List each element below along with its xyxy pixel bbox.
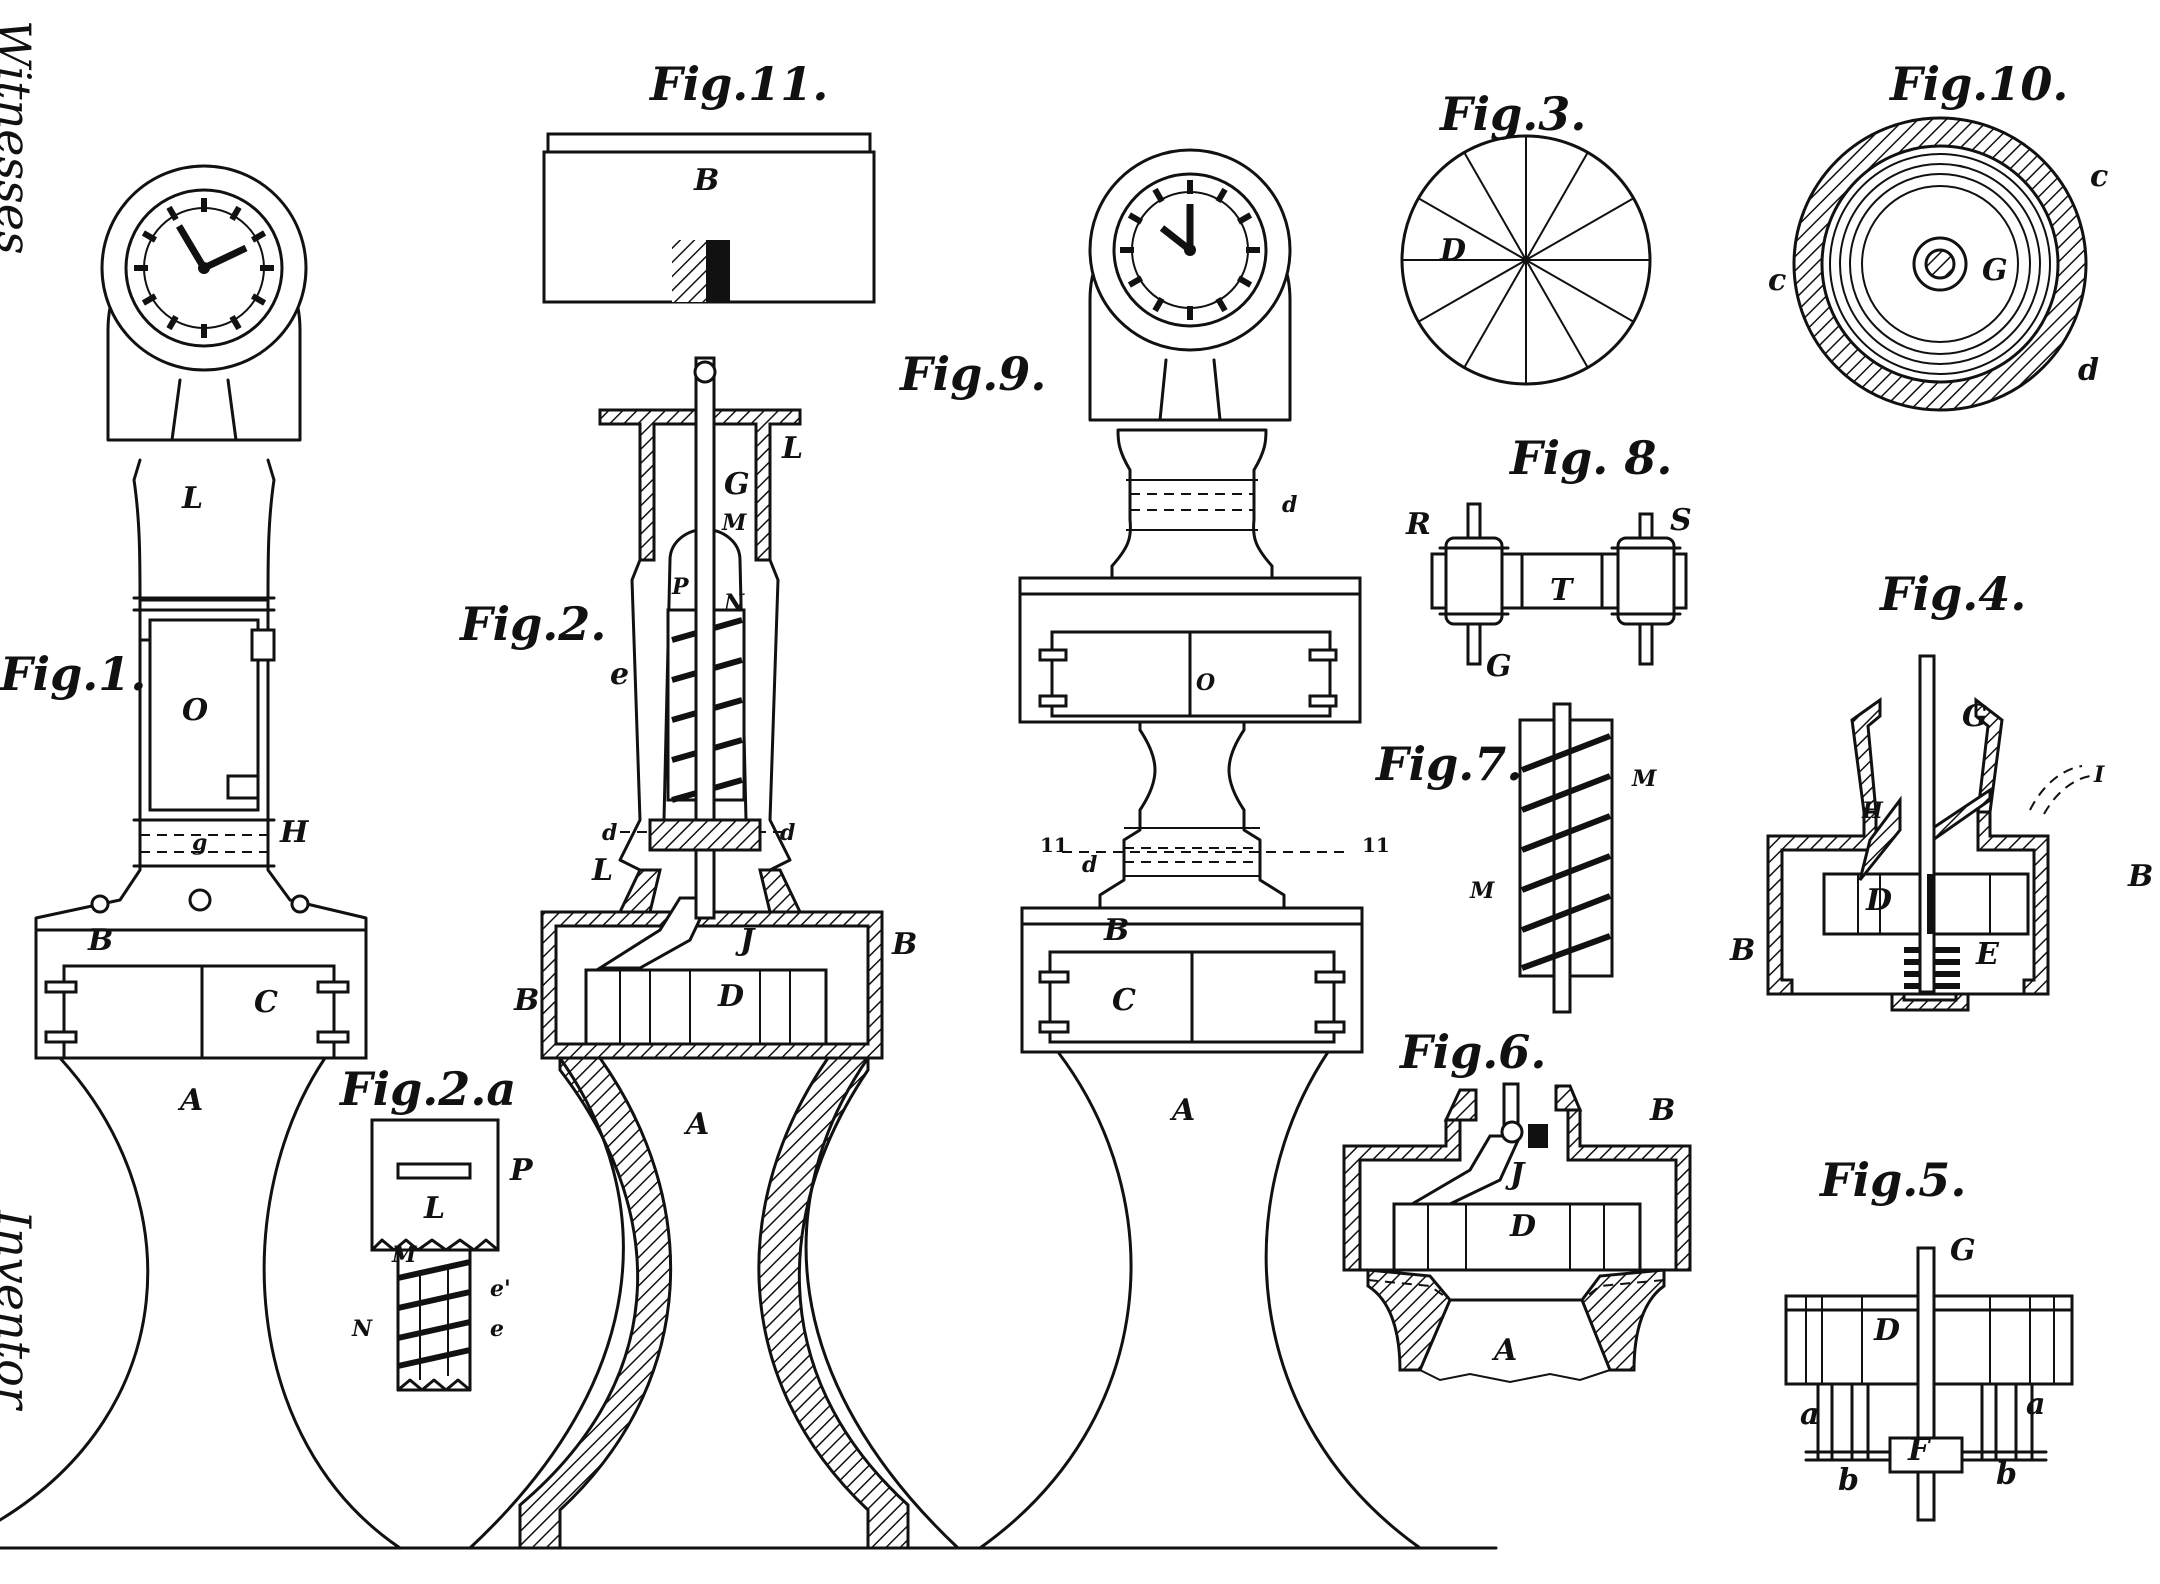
fig1-label-H: H <box>279 815 310 850</box>
fig2-label-L-bottom: L <box>591 853 613 888</box>
fig1-label-B: B <box>87 923 113 958</box>
fig9-label-11-right: 11 <box>1362 833 1390 857</box>
fig9-title: Fig.9. <box>898 347 1046 401</box>
fig9-label-11-left: 11 <box>1040 833 1068 857</box>
fig5-label-D: D <box>1873 1313 1900 1348</box>
fig2a-drawing <box>372 1120 498 1390</box>
fig11-title: Fig.11. <box>648 57 828 111</box>
fig9-label-O: O <box>1196 670 1215 696</box>
fig8-label-R: R <box>1405 507 1431 542</box>
fig7-label-M-right: M <box>1631 766 1657 792</box>
fig2-label-e: e <box>610 657 629 692</box>
fig2-label-D: D <box>717 979 744 1014</box>
fig4-label-B-right: B <box>2127 859 2153 894</box>
fig2-label-A: A <box>683 1107 709 1142</box>
fig5-label-F: F <box>1907 1433 1932 1468</box>
fig2a-label-M: M <box>391 1242 417 1268</box>
fig11-drawing <box>544 134 874 302</box>
fig7-title: Fig.7. <box>1374 737 1522 791</box>
fig10-drawing <box>1794 118 2086 410</box>
fig4-label-H: H <box>1861 798 1884 824</box>
fig2a-label-L: L <box>423 1191 445 1226</box>
fig5-drawing <box>1786 1248 2072 1520</box>
fig10-label-d: d <box>2078 353 2099 388</box>
fig8-label-G: G <box>1486 649 1512 684</box>
fig4-drawing <box>1768 656 2090 1010</box>
fig6-label-A: A <box>1491 1333 1517 1368</box>
fig1-label-O: O <box>182 693 208 728</box>
fig1-label-C: C <box>254 985 278 1020</box>
fig9-label-d-top: d <box>1282 492 1297 518</box>
fig6-title: Fig.6. <box>1398 1025 1546 1079</box>
fig7-label-M-left: M <box>1469 878 1495 904</box>
fig1-label-A: A <box>177 1083 203 1118</box>
fig2a-label-P: P <box>509 1153 534 1188</box>
fig2a-label-e: e <box>490 1316 504 1342</box>
fig1-label-g: g <box>192 830 207 856</box>
fig10-title: Fig.10. <box>1888 57 2068 111</box>
fig11-label-B: B <box>693 163 719 198</box>
fig10-label-G: G <box>1982 253 2008 288</box>
fig2-label-G: G <box>724 467 750 502</box>
fig8-label-S: S <box>1670 503 1692 538</box>
fig10-label-c-left: c <box>1768 263 1786 298</box>
fig5-label-a-left: a <box>1800 1397 1819 1432</box>
fig2-label-L-top: L <box>781 431 803 466</box>
fig3-label-D: D <box>1439 233 1466 268</box>
fig2-label-N: N <box>723 590 745 616</box>
fig2a-label-e1: e' <box>490 1276 511 1302</box>
fig2-label-P: P <box>671 574 690 600</box>
fig2-label-M: M <box>721 510 747 536</box>
fig10-label-c-right: c <box>2090 159 2108 194</box>
fig2-drawing <box>470 358 958 1548</box>
fig2-title: Fig.2. <box>458 597 606 651</box>
fig8-title: Fig. 8. <box>1508 431 1672 485</box>
fig2-label-B-left: B <box>513 983 539 1018</box>
fig4-label-D: D <box>1865 883 1892 918</box>
fig9-label-d-bottom: d <box>1082 852 1097 878</box>
fig5-label-a-right: a <box>2026 1387 2045 1422</box>
fig6-label-D: D <box>1509 1209 1536 1244</box>
fig4-label-I: I <box>2093 762 2105 788</box>
fig5-label-G: G <box>1950 1233 1976 1268</box>
fig3-title: Fig.3. <box>1438 87 1586 141</box>
fig2-label-d-left: d <box>602 820 617 846</box>
fig1-label-L: L <box>181 481 203 516</box>
fig1-title: Fig.1. <box>0 647 146 701</box>
fig9-label-B: B <box>1103 913 1129 948</box>
witnesses-text: Witnesses <box>0 20 41 255</box>
fig5-label-b-left: b <box>1838 1463 1859 1498</box>
inventor-text: Inventor <box>0 1209 41 1412</box>
fig5-label-b-right: b <box>1996 1457 2017 1492</box>
fig9-label-A: A <box>1169 1093 1195 1128</box>
fig4-label-E: E <box>1975 937 2000 972</box>
fig4-label-G: G <box>1962 699 1988 734</box>
fig1-drawing <box>0 166 400 1548</box>
fig7-drawing <box>1520 704 1612 1012</box>
fig2a-title: Fig.2.a <box>338 1062 516 1116</box>
fig5-title: Fig.5. <box>1818 1153 1966 1207</box>
fig2-label-d-right: d <box>780 820 795 846</box>
fig2-label-B-right: B <box>891 927 917 962</box>
fig6-label-B: B <box>1649 1093 1675 1128</box>
fig2a-label-N: N <box>351 1316 373 1342</box>
fig4-label-B-left: B <box>1729 933 1755 968</box>
fig4-title: Fig.4. <box>1878 567 2026 621</box>
fig8-label-T: T <box>1550 573 1575 608</box>
fig9-label-C: C <box>1112 983 1136 1018</box>
